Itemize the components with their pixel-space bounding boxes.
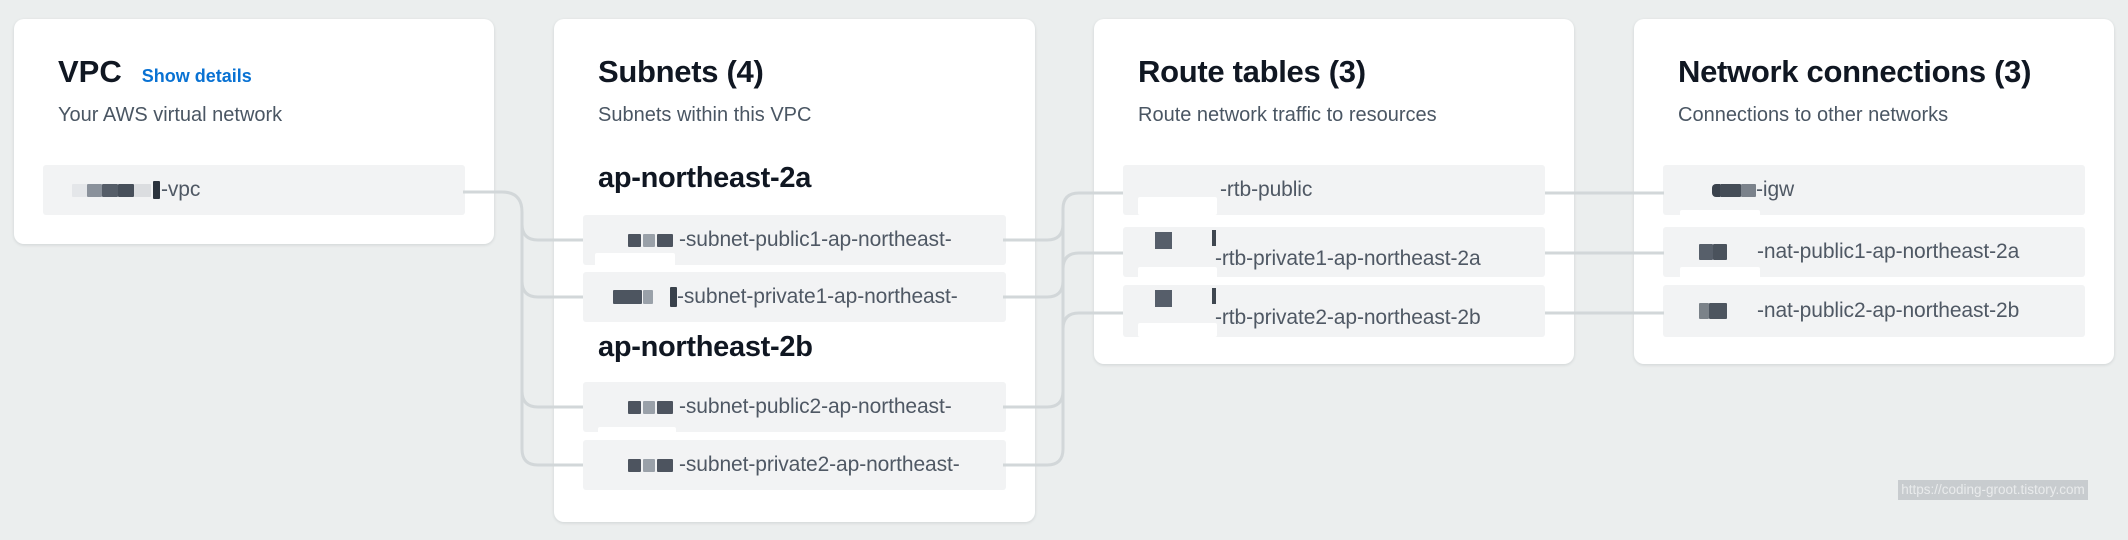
vpc-card-title: VPC xyxy=(58,54,122,89)
redacted-text xyxy=(643,400,655,414)
subnets-card-subtitle: Subnets within this VPC xyxy=(598,104,812,126)
subnet-item-label: -subnet-private2-ap-northeast- xyxy=(679,453,960,476)
redacted-text xyxy=(643,290,653,304)
network-connections-card-title: Network connections (3) xyxy=(1678,54,2032,89)
network-item-nat2[interactable]: -nat-public2-ap-northeast-2b xyxy=(1663,285,2085,337)
route-table-item-label: -rtb-private1-ap-northeast-2a xyxy=(1215,247,1481,270)
redacted-text xyxy=(628,400,641,414)
vpc-card: VPC Show details Your AWS virtual networ… xyxy=(14,19,494,244)
blur-remnant xyxy=(1138,323,1217,337)
blur-remnant xyxy=(598,427,676,437)
redacted-text xyxy=(657,233,673,247)
network-item-label: -igw xyxy=(1756,178,1795,201)
route-table-item-label: -rtb-public xyxy=(1220,178,1313,201)
network-item-label: -nat-public2-ap-northeast-2b xyxy=(1757,299,2020,322)
blur-remnant xyxy=(1680,267,1760,285)
subnet-item-label: -subnet-public2-ap-northeast- xyxy=(679,395,952,418)
blur-remnant xyxy=(1138,267,1217,280)
vpc-item-label: -vpc xyxy=(161,178,201,201)
network-item-label: -nat-public1-ap-northeast-2a xyxy=(1757,240,2020,263)
subnet-item-private2[interactable]: -subnet-private2-ap-northeast- xyxy=(583,440,1006,490)
redacted-text xyxy=(643,458,655,472)
redacted-text xyxy=(1699,303,1709,319)
redacted-text xyxy=(670,287,677,307)
redacted-text xyxy=(1720,183,1741,197)
subnet-item-public1[interactable]: -subnet-public1-ap-northeast- xyxy=(583,215,1006,265)
redacted-text xyxy=(1212,230,1216,246)
subnet-item-label: -subnet-public1-ap-northeast- xyxy=(679,228,952,251)
route-tables-card-subtitle: Route network traffic to resources xyxy=(1138,104,1437,126)
redacted-text xyxy=(628,458,641,472)
watermark: https://coding-groot.tistory.com xyxy=(1898,480,2088,500)
redacted-text xyxy=(1709,303,1727,319)
subnets-card: Subnets (4) Subnets within this VPC ap-n… xyxy=(554,19,1035,522)
vpc-card-subtitle: Your AWS virtual network xyxy=(58,104,283,126)
az-heading-2b: ap-northeast-2b xyxy=(598,331,813,363)
network-connections-card: Network connections (3) Connections to o… xyxy=(1634,19,2114,364)
vpc-card-header: VPC Show details xyxy=(58,55,252,89)
redacted-text xyxy=(1699,244,1713,260)
redacted-text xyxy=(613,290,642,304)
redacted-text xyxy=(153,181,160,199)
blur-remnant xyxy=(595,253,675,268)
network-item-igw[interactable]: -igw xyxy=(1663,165,2085,215)
route-table-item-label: -rtb-private2-ap-northeast-2b xyxy=(1215,306,1481,329)
redacted-text xyxy=(134,183,151,197)
network-connections-card-subtitle: Connections to other networks xyxy=(1678,104,1949,126)
redacted-text xyxy=(72,183,87,197)
show-details-link[interactable]: Show details xyxy=(141,66,252,86)
route-tables-card-title: Route tables (3) xyxy=(1138,54,1366,89)
subnets-card-title: Subnets (4) xyxy=(598,54,764,89)
subnet-item-private1[interactable]: -subnet-private1-ap-northeast- xyxy=(583,272,1006,322)
az-heading-2a: ap-northeast-2a xyxy=(598,162,812,194)
route-tables-card: Route tables (3) Route network traffic t… xyxy=(1094,19,1574,364)
redacted-text xyxy=(1155,290,1172,307)
redacted-text xyxy=(657,458,673,472)
blur-remnant xyxy=(1138,197,1217,215)
subnet-item-label: -subnet-private1-ap-northeast- xyxy=(677,285,958,308)
redacted-text xyxy=(1212,288,1216,304)
vpc-item[interactable]: -vpc xyxy=(43,165,465,215)
redacted-text xyxy=(1155,232,1172,249)
redacted-text xyxy=(1713,244,1727,260)
redacted-text xyxy=(657,400,673,414)
subnet-item-public2[interactable]: -subnet-public2-ap-northeast- xyxy=(583,382,1006,432)
redacted-text xyxy=(118,183,134,197)
blur-remnant xyxy=(1680,210,1760,220)
redacted-text xyxy=(628,233,641,247)
redacted-text xyxy=(102,183,118,197)
redacted-text xyxy=(1741,183,1756,197)
redacted-text xyxy=(1712,183,1720,197)
redacted-text xyxy=(87,183,102,197)
redacted-text xyxy=(643,233,655,247)
